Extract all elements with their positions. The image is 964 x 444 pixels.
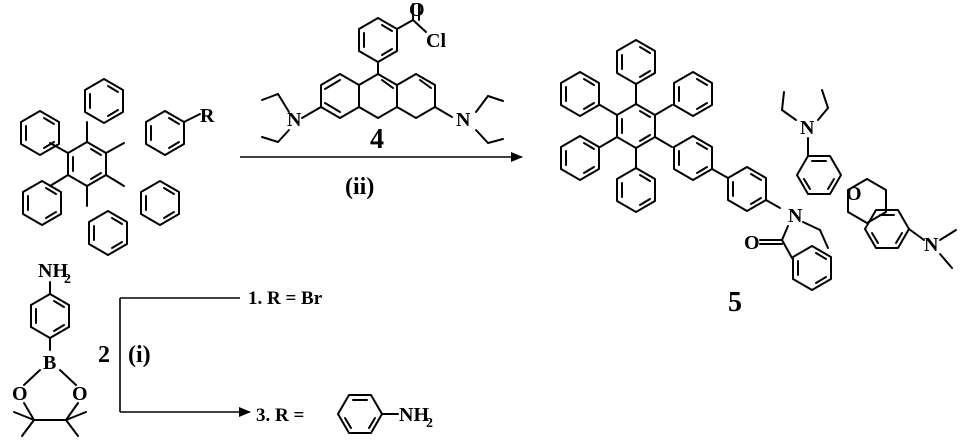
lactam-oxygen-label: O [744,232,760,254]
reagent-2-structure: NH 2 B O O [12,260,88,437]
condition-ii-label: (ii) [345,174,374,200]
condition-i-label: (i) [128,342,151,368]
product-5-structure: N O O N N [560,39,957,291]
r-substituent-label: R [200,105,215,127]
right-amine-nitrogen-label: N [456,109,471,131]
boronate-oxygen-left-label: O [12,383,28,405]
product-1-label: 1. R = Br [248,288,323,309]
xanthene-oxygen-label: O [846,183,862,205]
hexaphenylbenzene-reactant: R [20,78,215,256]
reagent-2-label: 2 [98,342,110,368]
boronate-oxygen-right-label: O [72,383,88,405]
compound-5-label: 5 [728,287,742,318]
chloride-label: Cl [426,30,446,52]
product-3-aniline-structure: NH 2 [337,394,433,434]
right-amine-nitrogen-label-5: N [924,234,939,256]
reagent-4-structure: O Cl N N [261,0,504,144]
boron-label: B [43,352,56,374]
product-3-prefix-label: 3. R = [256,405,304,426]
carbonyl-oxygen-label: O [409,0,425,21]
aniline-subscript-2: 2 [426,416,433,431]
top-amine-nitrogen-label: N [800,117,815,139]
aniline-nh-label: NH [399,404,429,426]
branch-arrow-i [119,297,251,417]
amine-nh-label: NH [38,260,68,282]
amide-nitrogen-label: N [788,205,803,227]
compound-4-label: 4 [370,124,384,155]
amine-subscript-2: 2 [64,272,71,287]
left-amine-nitrogen-label: N [287,109,302,131]
